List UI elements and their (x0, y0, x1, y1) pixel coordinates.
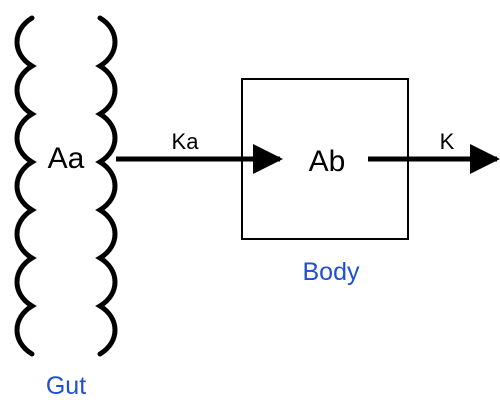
gut-caption: Gut (46, 372, 86, 400)
absorption-rate-label: Ka (172, 129, 200, 154)
body-caption: Body (303, 258, 360, 286)
elimination-flow: K (368, 129, 500, 174)
body-compartment: Ab Body (241, 78, 409, 286)
gut-compartment: Aa Gut (14, 15, 118, 400)
absorption-flow: Ka (116, 129, 283, 174)
body-amount-label: Ab (309, 145, 346, 178)
gut-amount-label: Aa (48, 142, 85, 175)
gut-left-wall (14, 15, 37, 357)
elimination-rate-label: K (440, 129, 455, 154)
gut-right-wall (95, 15, 118, 357)
